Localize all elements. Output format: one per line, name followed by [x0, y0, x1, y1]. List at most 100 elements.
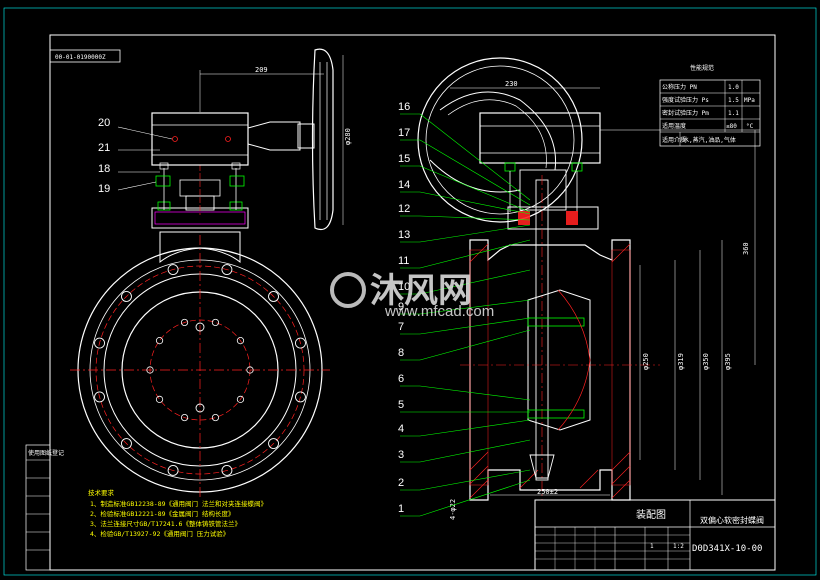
section-leader-lines — [400, 113, 531, 517]
flange-bolt-hole — [167, 465, 179, 476]
dim-bore-3: φ350 — [702, 353, 710, 370]
section-hatching — [469, 243, 631, 499]
flange-bolt-hole — [121, 438, 132, 449]
note-2: 2、检验标准GB12221-89《金属阀门 结构长度》 — [90, 509, 234, 518]
dim-handwheel-dia: φ280 — [344, 128, 352, 145]
note-3: 3、法兰连接尺寸GB/T17241.6《整体铸铁管法兰》 — [90, 519, 241, 528]
dim-bore-2: φ319 — [677, 353, 685, 370]
gearbox-body — [151, 112, 249, 166]
note-1: 1、制造标准GB12238-89《通用阀门 法兰和对夹连接蝶阀》 — [90, 499, 267, 508]
flange-bolt-hole — [268, 438, 279, 449]
watermark-url: www.mfcad.com — [384, 303, 494, 320]
spec-label-0: 公称压力 PN — [662, 83, 697, 91]
spec-value-4: 水,蒸汽,油品,气体 — [683, 136, 736, 144]
leader-line — [419, 419, 531, 437]
section-callout: 7 — [398, 321, 404, 333]
flange-bolt-holes — [94, 264, 306, 476]
code-box — [49, 49, 121, 63]
section-callout: 2 — [398, 477, 404, 489]
disc-bolt-hole — [180, 318, 189, 327]
spec-label-2: 密封试验压力 Pm — [662, 109, 709, 117]
specs-table: 性能规范 公称压力 PN 1.0 强度试验压力 Ps 1.5 MPa 密封试验压… — [659, 64, 761, 147]
disc-bolt-hole — [180, 413, 189, 422]
flange-bolt-hole — [268, 291, 279, 302]
leader-line — [419, 269, 531, 295]
spec-value-2: 1.1 — [728, 110, 739, 117]
callout-18: 18 — [98, 163, 110, 175]
spec-label-3: 适用温度 — [662, 122, 686, 130]
section-callout: 6 — [398, 373, 404, 385]
drawing-code: 00-01-0190000Z — [55, 54, 106, 61]
watermark: 沐风网 www.mfcad.com — [330, 272, 494, 320]
side-stamp-column: 使用图纸登记 — [25, 444, 64, 571]
spec-label-1: 强度试验压力 Ps — [662, 96, 709, 104]
handwheel-front — [417, 57, 583, 223]
handwheel-side — [311, 48, 334, 231]
disc-bolt-hole — [155, 337, 164, 345]
dim-face-to-face: 250±2 — [537, 488, 558, 496]
leader-line — [419, 299, 531, 315]
drawing-type: 装配图 — [636, 508, 666, 521]
disc-bolt-hole — [246, 366, 254, 374]
specs-title: 性能规范 — [690, 64, 714, 72]
leader-line — [419, 215, 531, 221]
leader-line — [419, 317, 531, 335]
watermark-logo-icon — [330, 272, 366, 308]
flange-bolt-hole — [221, 465, 233, 476]
leader-line — [419, 139, 531, 206]
valve-body — [469, 239, 631, 501]
flange-bolt-hole — [167, 264, 179, 275]
section-callout: 5 — [398, 399, 404, 411]
section-callout: 11 — [398, 255, 409, 267]
flange-bolt-hole — [295, 391, 306, 403]
leader-line — [419, 191, 531, 215]
technical-notes: 技术要求 1、制造标准GB12238-89《通用阀门 法兰和对夹连接蝶阀》 2、… — [88, 488, 267, 538]
spec-label-4: 适用介质 — [662, 136, 686, 144]
section-callout: 10 — [398, 281, 410, 293]
section-view: 360 φ250 φ319 φ350 φ395 230 250±2 4-φ22 … — [398, 57, 760, 520]
leader-line — [419, 239, 531, 269]
dim-top-width: 230 — [505, 80, 518, 88]
callout-21: 21 — [98, 142, 110, 154]
sheet-number: 1 — [650, 543, 654, 550]
section-callout: 9 — [398, 301, 404, 313]
spec-value-3: ≤80 — [726, 123, 737, 130]
section-callout: 8 — [398, 347, 404, 359]
spec-value-0: 1.0 — [728, 84, 739, 91]
watermark-brand: 沐风网 — [370, 272, 472, 310]
section-callout: 13 — [398, 229, 410, 241]
flange-bolt-hole — [94, 337, 105, 349]
callout-19: 19 — [98, 183, 110, 195]
leader-line — [419, 479, 531, 517]
section-callout: 12 — [398, 203, 410, 215]
dim-flange: φ395 — [724, 353, 732, 370]
leader-line — [419, 469, 531, 491]
section-callout: 14 — [398, 179, 410, 191]
disc-bolt-hole — [236, 395, 245, 403]
note-4: 4、检验GB/T13927-92《通用阀门 压力试验》 — [90, 529, 229, 538]
drawing-number: D0D341X-10-00 — [692, 544, 762, 554]
leader-line — [419, 439, 531, 463]
flange-bolt-hole — [221, 264, 233, 275]
flange-bolt-hole — [94, 391, 105, 403]
notes-title: 技术要求 — [88, 488, 115, 497]
disc-bolt-hole — [211, 413, 220, 422]
spec-unit-1: MPa — [744, 97, 755, 104]
spec-value-1: 1.5 — [728, 97, 739, 104]
dim-bore-1: φ250 — [642, 353, 650, 370]
section-callout: 15 — [398, 153, 410, 165]
section-callout: 4 — [398, 423, 404, 435]
flange-bolt-hole — [295, 337, 306, 349]
dim-flange-thk: 4-φ22 — [449, 499, 457, 520]
disc-bolt-hole — [236, 337, 245, 345]
section-callout: 17 — [398, 127, 410, 139]
leader-line — [419, 113, 531, 201]
section-callout: 1 — [398, 503, 404, 515]
callout-20: 20 — [98, 117, 110, 129]
title-block: 装配图 双偏心软密封蝶阀 1 1:2 D0D341X-10-00 — [534, 499, 776, 571]
front-view: 209 φ280 20 21 18 19 — [70, 48, 352, 500]
leader-line — [419, 385, 531, 401]
section-callout: 16 — [398, 101, 410, 113]
